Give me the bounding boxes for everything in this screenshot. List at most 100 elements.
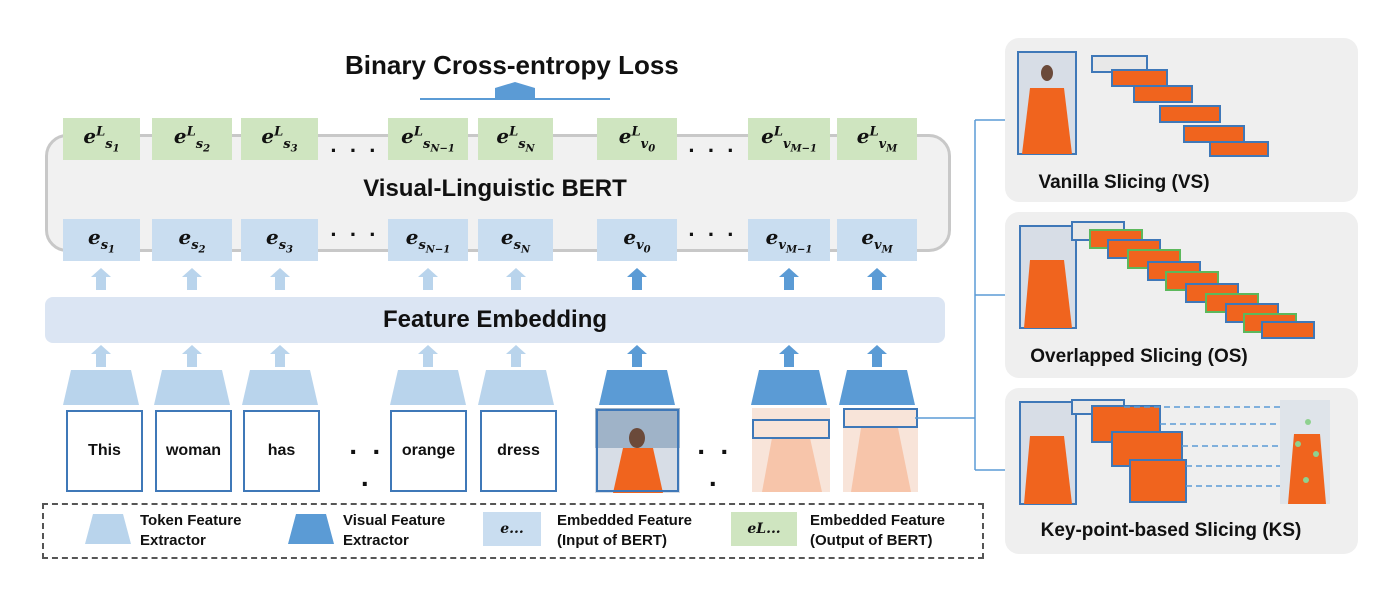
token-subscript: vM−1 [782,136,817,155]
token-base: e [261,123,275,148]
legend-output-symbol: eL... [731,512,797,546]
token-base: e [405,224,419,249]
token-base: e [765,224,779,249]
token-subscript-index: M−1 [790,143,817,155]
token-subscript-index: M [881,244,893,256]
token-base: e [401,123,414,148]
token-subscript: s1 [105,136,119,155]
token-feature-extractor [390,370,466,405]
token-superscript: L [631,124,641,140]
token-base: e [173,123,187,148]
token-up-arrow [779,268,799,290]
token-subscript: sN [513,237,531,256]
token-subscript-letter: v [778,237,786,253]
token-subscript-index: 2 [198,244,206,256]
output-token: eLv0 [597,118,677,160]
token-subscript: v0 [640,136,656,155]
embedding-up-arrow [182,345,202,367]
ks-illustration [1019,399,1330,505]
token-base: e [761,123,774,148]
token-subscript-index: 2 [203,143,211,155]
output-token: eLs1 [63,118,140,160]
output-token: eLs2 [152,118,232,160]
token-subscript: s2 [195,136,211,155]
token-subscript-letter: s [278,237,287,253]
full-image [595,408,680,493]
visual-feature-extractor [751,370,827,405]
embedding-up-arrow [270,345,290,367]
token-feature-extractor [242,370,318,405]
vs-label: Vanilla Slicing (VS) [1038,172,1210,193]
token-up-arrow [627,268,647,290]
token-subscript-index: 3 [290,143,298,155]
token-subscript-index: N [525,143,535,155]
token-subscript: s3 [278,237,293,256]
output-ellipsis-1: · · · [330,138,380,163]
token-subscript-letter: s [518,136,526,152]
output-token: eLs3 [241,118,318,160]
token-subscript-letter: v [636,237,644,253]
os-label: Overlapped Slicing (OS) [1030,346,1248,367]
token-subscript: vM [878,136,898,155]
embedding-up-arrow [418,345,438,367]
token-up-arrow [506,268,526,290]
token-superscript: L [509,124,519,140]
token-superscript: L [869,124,879,140]
os-illustration [1019,221,1315,339]
legend-token-extractor-icon [85,514,131,544]
input-token: es3 [241,219,318,261]
token-base: e [861,224,875,249]
token-subscript-index: N [520,244,531,256]
token-superscript: L [186,124,196,140]
token-base: e [87,224,101,249]
token-subscript: v0 [636,237,651,256]
token-up-arrow [91,268,111,290]
token-base: e [265,224,279,249]
token-subscript-letter: v [878,136,887,152]
embedding-up-arrow [779,345,799,367]
word-box: woman [155,410,232,492]
token-superscript: L [773,124,783,140]
legend-embedded-input-label: Embedded Feature (Input of BERT) [557,512,693,549]
bert-label: Visual-Linguistic BERT [363,175,627,202]
token-subscript-index: M−1 [785,244,813,256]
token-subscript-index: 0 [648,143,656,155]
image-slice-m-1 [752,408,830,492]
token-subscript: s3 [283,137,298,155]
token-up-arrow [270,268,290,290]
token-subscript: sN−1 [423,136,455,155]
loss-arrow [420,82,610,100]
input-token: evM−1 [748,219,830,261]
panel-connectors [915,116,1015,474]
word-box: has [243,410,320,492]
output-token: eLsN−1 [388,118,468,160]
token-subscript-letter: v [640,136,649,152]
token-subscript-letter: s [513,237,521,253]
output-token: eLvM [837,118,917,160]
word-box: orange [390,410,467,492]
token-feature-extractor [154,370,230,405]
output-ellipsis-2: · · · [688,138,738,163]
legend-embedded-output-label: Embedded Feature (Output of BERT) [810,512,946,549]
token-subscript-letter: s [423,136,431,152]
token-subscript-index: 1 [108,244,116,256]
input-ellipsis-2: · · · [688,222,738,247]
feature-embedding-bar: Feature Embedding [45,297,945,343]
input-token: es1 [63,219,140,261]
token-subscript-letter: v [782,136,791,152]
word-box: dress [480,410,557,492]
ks-label: Key-point-based Slicing (KS) [1040,520,1302,541]
token-base: e [623,224,637,249]
token-subscript-letter: s [105,136,113,152]
output-token: eLsN [478,118,553,160]
legend-token-extractor-label: Token Feature Extractor [140,512,242,549]
output-token: eLvM−1 [748,118,830,160]
token-subscript-index: M [886,143,898,155]
token-superscript: L [413,124,424,140]
token-superscript: L [274,124,284,140]
token-base: e [500,224,514,249]
input-token: es2 [152,219,232,261]
token-subscript-letter: s [195,136,204,152]
embedding-up-arrow [91,345,111,367]
